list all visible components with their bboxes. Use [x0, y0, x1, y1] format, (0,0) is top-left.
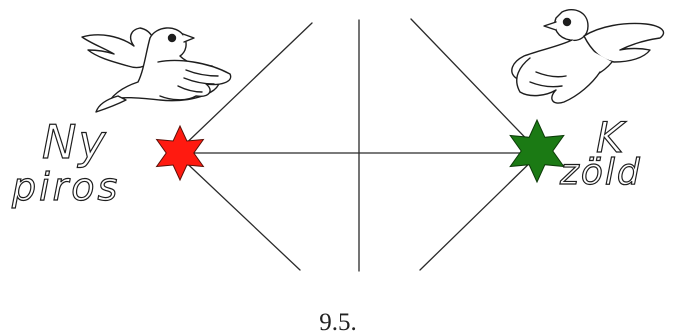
left-label-top: Ny: [42, 115, 108, 169]
left-bird-tail: [96, 96, 126, 112]
right-bird-beak: [544, 22, 556, 30]
left-bird-beak: [183, 34, 194, 42]
right-lower-line: [420, 153, 540, 270]
left-bird-eye: [169, 35, 176, 42]
left-lower-line: [176, 153, 300, 270]
bird-icon: [512, 10, 664, 103]
diagram-lines: [176, 19, 540, 271]
right-label-bottom: zöld: [559, 152, 642, 193]
left-label-bottom: piros: [11, 165, 120, 209]
green-star: [510, 120, 564, 182]
right-bird-head: [555, 10, 588, 41]
left-bird-lower-wing: [158, 61, 231, 100]
figure-caption: 9.5.: [319, 309, 357, 336]
bird-icon: [82, 28, 231, 112]
right-bird-eye: [564, 19, 571, 26]
